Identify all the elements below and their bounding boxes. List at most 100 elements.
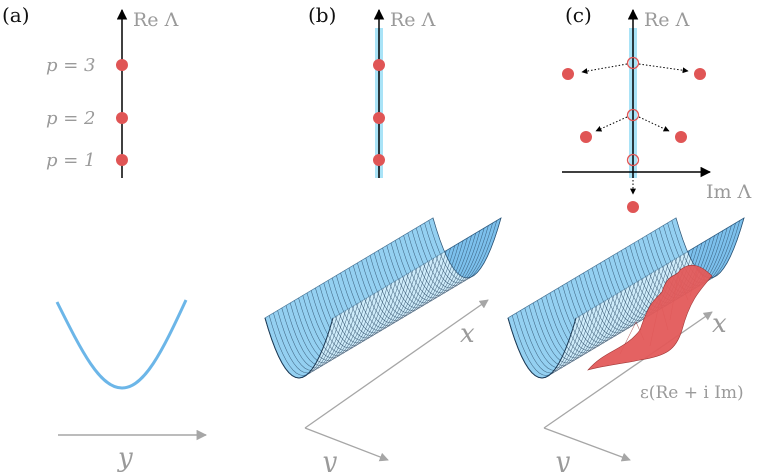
trough-line (323, 282, 393, 344)
trough-line (528, 305, 598, 366)
perturbation-arrows (581, 63, 689, 195)
unperturbed-2 (626, 108, 640, 122)
potential-curve (55, 299, 188, 390)
panel-b-label: (b) (308, 3, 336, 27)
trough-line (268, 315, 338, 376)
trough-line (369, 255, 439, 316)
trough-front-edge (264, 317, 334, 379)
trough-line (545, 295, 615, 356)
trough-line (562, 285, 631, 346)
panel-b-x-axis (304, 299, 489, 429)
trough-line (361, 260, 430, 321)
trough-line (373, 252, 443, 314)
trough-highlight (265, 218, 467, 378)
trough-line (281, 307, 351, 369)
trough-line (407, 232, 477, 294)
panel-c: (c) Re Λ Im Λ (507, 3, 752, 472)
trough-line (591, 267, 661, 329)
perturbed-3-right (694, 68, 706, 80)
trough-line (428, 220, 498, 281)
trough-line (306, 292, 376, 354)
trough-line (298, 297, 367, 359)
trough-highlight (508, 218, 710, 378)
panel-c-x-axis (543, 311, 713, 429)
panel-c-re-label: Re Λ (644, 9, 690, 31)
trough-line (352, 265, 422, 326)
p-label-2: p = 2 (46, 108, 96, 129)
trough-line (315, 287, 384, 349)
trough-line (415, 227, 485, 289)
eigenvalue-p2 (116, 112, 128, 124)
p-label-3: p = 3 (46, 55, 96, 76)
trough-line (294, 300, 363, 361)
trough-line (411, 230, 481, 291)
trough-line (310, 290, 380, 351)
trough-line (285, 305, 355, 366)
trough-line (553, 290, 623, 351)
eigenvalue-b-2 (373, 112, 385, 124)
trough-line (600, 262, 669, 324)
trough-line (420, 225, 489, 286)
trough-line (378, 250, 447, 311)
trough-line (520, 310, 589, 371)
perturbation-surface (587, 264, 713, 371)
trough-line (403, 235, 472, 296)
trough-line (340, 272, 409, 334)
trough-line (365, 257, 435, 319)
panel-c-x-label: x (712, 309, 727, 339)
perturbed-3-left (562, 68, 574, 80)
panel-a-axis-label: Re Λ (133, 9, 179, 31)
panel-c-y-label: y (554, 447, 570, 472)
trough-line (574, 277, 644, 339)
panel-a: (a) Re Λ p = 3 p = 2 p = 1 y (2, 3, 208, 472)
panel-c-label: (c) (565, 3, 592, 27)
trough-line (558, 287, 627, 349)
trough-line (336, 275, 405, 336)
eigenvalue-b-3 (373, 59, 385, 71)
eigenvalue-p3 (116, 59, 128, 71)
trough-line (511, 315, 581, 376)
perturbed-2-left (580, 131, 592, 143)
panel-b-y-axis (304, 427, 389, 462)
trough-line (319, 285, 388, 346)
trough-line (394, 240, 464, 301)
trough-line (386, 245, 456, 306)
trough-line (432, 217, 502, 279)
unperturbed-3 (626, 56, 640, 70)
trough-line (524, 307, 594, 369)
trough-line (583, 272, 652, 334)
trough-line (382, 247, 451, 309)
trough-line (532, 302, 602, 364)
trough-line (570, 280, 640, 341)
trough-line (537, 300, 606, 361)
panel-b: (b) Re Λ x y (264, 3, 502, 472)
panel-a-y-label: y (117, 443, 133, 472)
panel-b-axis-label: Re Λ (390, 9, 436, 31)
trough-line (357, 262, 426, 324)
trough-front-edge (507, 317, 577, 379)
unperturbed-1 (626, 153, 640, 167)
panel-b-y-label: y (321, 447, 337, 472)
eigenvalue-p1 (116, 154, 128, 166)
trough-line (595, 265, 665, 326)
trough-line (587, 270, 657, 331)
trough-line (344, 270, 414, 331)
p-label-1: p = 1 (46, 150, 96, 171)
trough-line (549, 292, 619, 354)
trough-line (579, 275, 648, 336)
trough-line (348, 267, 418, 329)
trough-line (331, 277, 401, 339)
trough-line (327, 280, 397, 341)
panel-a-label: (a) (2, 3, 30, 27)
panel-b-x-label: x (460, 319, 475, 349)
trough-line (424, 222, 493, 284)
trough-line (516, 312, 585, 374)
trough-line (273, 312, 342, 374)
panel-c-im-label: Im Λ (706, 181, 752, 203)
perturbation-label: ε(Re + i Im) (640, 383, 744, 403)
trough-line (390, 242, 460, 304)
trough-line (399, 237, 468, 299)
surface-b (264, 217, 502, 379)
trough-line (302, 295, 372, 356)
